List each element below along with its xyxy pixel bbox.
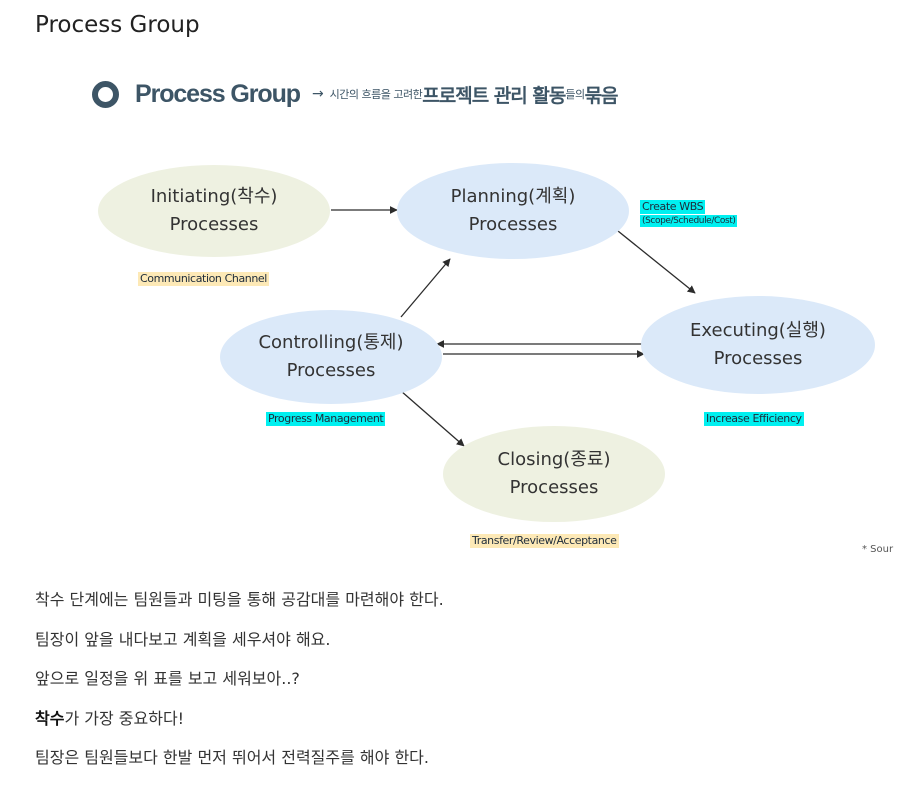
- body-line-4-bold: 착수: [35, 708, 65, 728]
- diagram-header: Process Group → 시간의 흐름을 고려한 프로젝트 관리 활동 들…: [92, 78, 619, 110]
- arrow-right-icon: →: [311, 86, 324, 102]
- ring-bullet-icon: [92, 80, 119, 108]
- initiating-process-node: Initiating(착수) Processes: [98, 165, 330, 257]
- planning-label: Planning(계획): [450, 186, 576, 207]
- diagram-header-subtitle-2: 프로젝트 관리 활동: [422, 84, 566, 107]
- communication-channel-tag: Communication Channel: [138, 272, 269, 286]
- diagram-header-title: Process Group: [135, 79, 301, 108]
- executing-sublabel: Processes: [713, 348, 803, 369]
- progress-management-tag: Progress Management: [266, 412, 386, 426]
- post-body: 착수 단계에는 팀원들과 미팅을 통해 공감대를 마련해야 한다. 팀장이 앞을…: [35, 580, 895, 778]
- controlling-label: Controlling(통제): [258, 332, 404, 353]
- closing-sublabel: Processes: [509, 477, 599, 498]
- body-line-3: 앞으로 일정을 위 표를 보고 세워보아..?: [35, 669, 300, 688]
- planning-process-node: Planning(계획) Processes: [397, 163, 629, 259]
- arrow-planning-to-executing: [612, 226, 696, 294]
- body-line-4: 착수가 가장 중요하다!: [35, 699, 895, 739]
- planning-sublabel: Processes: [468, 214, 558, 235]
- initiating-label: Initiating(착수): [150, 186, 278, 207]
- controlling-process-node: Controlling(통제) Processes: [220, 310, 442, 404]
- increase-efficiency-tag: Increase Efficiency: [704, 412, 804, 426]
- page-title: Process Group: [35, 12, 200, 38]
- create-wbs-tag: Create WBS: [640, 200, 706, 214]
- executing-label: Executing(실행): [690, 320, 826, 341]
- body-line-4-rest: 가 가장 중요하다!: [64, 708, 185, 728]
- arrow-controlling-to-closing: [400, 390, 465, 447]
- source-note: * Sour: [862, 544, 894, 555]
- body-line-1: 착수 단계에는 팀원들과 미팅을 통해 공감대를 마련해야 한다.: [35, 590, 444, 609]
- closing-label: Closing(종료): [497, 449, 611, 470]
- diagram-header-subtitle-1: 시간의 흐름을 고려한: [329, 88, 423, 101]
- body-line-2: 팀장이 앞을 내다보고 계획을 세우셔야 해요.: [35, 629, 331, 649]
- scope-schedule-cost-tag: (Scope/Schedule/Cost): [640, 215, 738, 227]
- transfer-review-acceptance-tag: Transfer/Review/Acceptance: [470, 534, 619, 548]
- diagram-header-subtitle-3: 들의: [565, 88, 585, 101]
- arrow-controlling-to-planning: [400, 258, 451, 318]
- closing-process-node: Closing(종료) Processes: [443, 426, 665, 522]
- executing-process-node: Executing(실행) Processes: [641, 296, 875, 394]
- process-group-diagram: Process Group → 시간의 흐름을 고려한 프로젝트 관리 활동 들…: [0, 60, 914, 570]
- diagram-arrows: [331, 206, 696, 447]
- controlling-sublabel: Processes: [286, 360, 376, 381]
- body-line-5: 팀장은 팀원들보다 한발 먼저 뛰어서 전력질주를 해야 한다.: [35, 748, 429, 767]
- diagram-header-subtitle-4: 묶음: [584, 84, 619, 107]
- initiating-sublabel: Processes: [169, 214, 259, 235]
